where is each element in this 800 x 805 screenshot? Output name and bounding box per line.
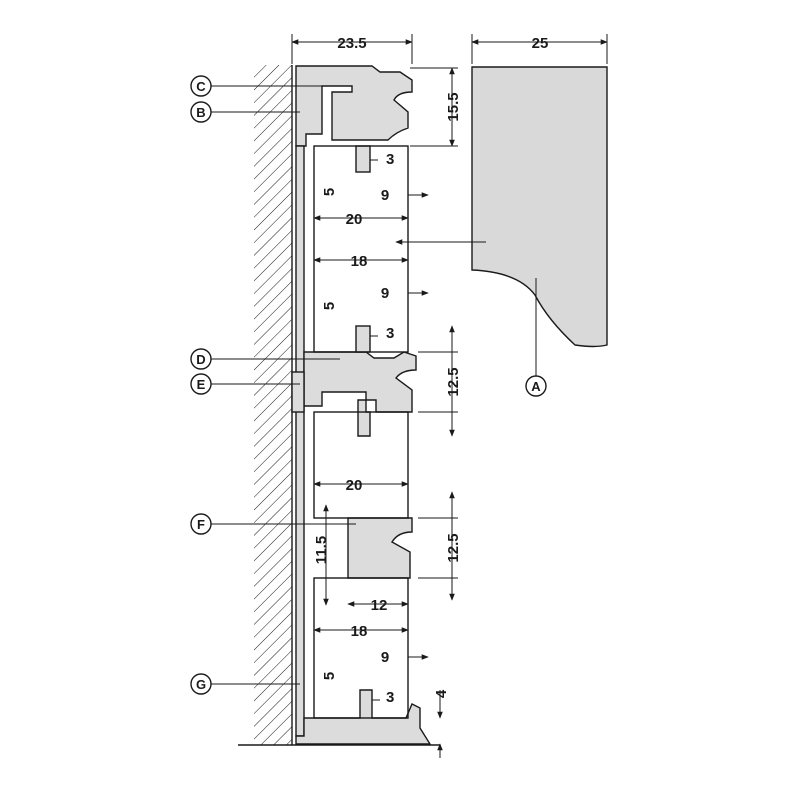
e-tab (291, 371, 305, 413)
dim-slot-b: 3 (386, 325, 394, 342)
dim-panel-width: 25 (532, 35, 549, 52)
callout-a: A (525, 375, 547, 397)
dim-bottom-height: 4 (433, 689, 450, 698)
svg-text:D: D (196, 352, 205, 367)
dim-depth-b: 9 (381, 285, 389, 302)
middle-profile (303, 351, 417, 437)
top-slot (355, 145, 371, 173)
dim-inner-c: 20 (346, 477, 363, 494)
dim-gap-a: 5 (321, 188, 338, 196)
dim-f-right-height: 12.5 (445, 533, 462, 562)
top-profile (295, 65, 413, 147)
svg-text:G: G (196, 677, 206, 692)
callout-b: B (190, 101, 212, 123)
dim-slot-c: 3 (386, 689, 394, 706)
callout-d: D (190, 348, 212, 370)
dim-gap-c: 5 (321, 672, 338, 680)
back-web (295, 145, 305, 737)
dim-f-width: 12 (371, 597, 388, 614)
dim-depth-a: 9 (381, 187, 389, 204)
dim-inner-b: 18 (351, 253, 368, 270)
callout-f: F (190, 513, 212, 535)
dim-depth-c: 9 (381, 649, 389, 666)
callout-c: C (190, 75, 212, 97)
callout-g: G (190, 673, 212, 695)
dim-inner-a: 20 (346, 211, 363, 228)
dim-top-height: 15.5 (445, 92, 462, 121)
callouts: C B D E F G A (190, 75, 547, 695)
svg-text:E: E (197, 377, 206, 392)
svg-text:C: C (196, 79, 206, 94)
callout-leaders (211, 85, 356, 685)
dimension-lines (291, 34, 608, 758)
dim-inner-d: 18 (351, 623, 368, 640)
dim-gap-b: 5 (321, 302, 338, 310)
dim-top-width: 23.5 (337, 35, 366, 52)
panel-outlines (313, 145, 409, 719)
svg-text:A: A (531, 379, 541, 394)
bottom-profile (295, 689, 432, 745)
callout-e: E (190, 373, 212, 395)
dim-f-height: 11.5 (313, 536, 330, 564)
svg-text:B: B (196, 105, 205, 120)
rail-profile (291, 65, 432, 745)
panel-a (471, 66, 608, 348)
wall (238, 65, 440, 746)
dimension-labels: 23.5 25 15.5 3 5 9 20 18 9 5 3 12.5 20 1… (313, 35, 548, 706)
mid-slot (355, 325, 371, 353)
f-insert (347, 517, 413, 579)
dim-mid-height: 12.5 (445, 367, 462, 396)
svg-text:F: F (197, 517, 205, 532)
dim-slot-a: 3 (386, 151, 394, 168)
